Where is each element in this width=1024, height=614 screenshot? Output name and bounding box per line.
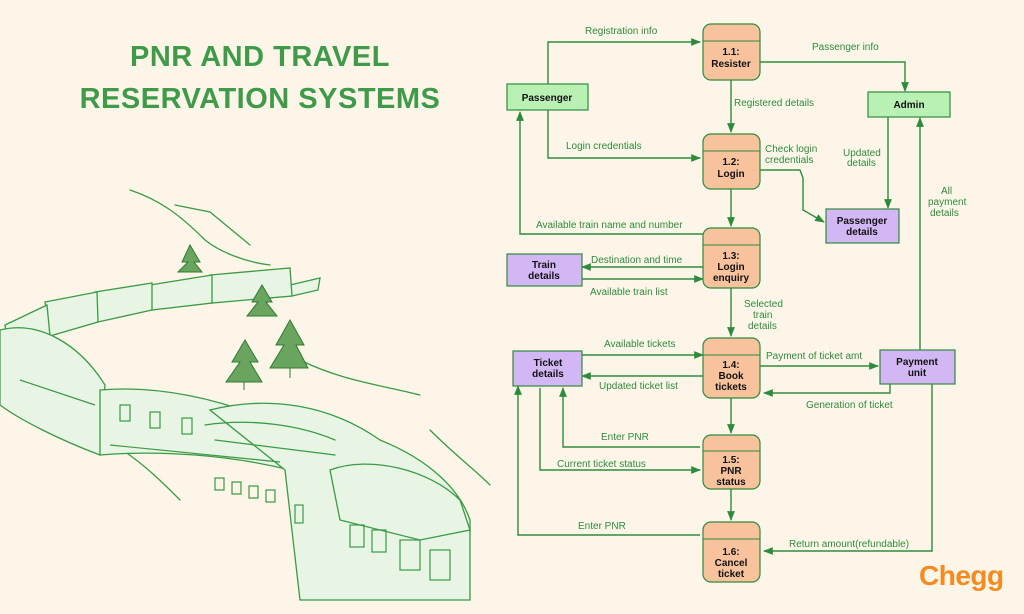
label-all-payment-2: payment: [928, 197, 967, 208]
process-1-2-login: 1.2: Login: [702, 133, 761, 190]
store-label-2: details: [532, 369, 564, 380]
label-enter-pnr-1: Enter PNR: [601, 432, 649, 443]
process-label-2: ticket: [718, 569, 745, 580]
flow-check-login: [760, 169, 825, 223]
flow-generation-ticket: [763, 384, 891, 397]
entity-admin: Admin: [867, 91, 951, 118]
store-passenger-details: Passenger details: [825, 208, 900, 244]
process-label-2: status: [716, 477, 746, 488]
process-label: Resister: [711, 59, 751, 70]
label-updated-details-1: Updated: [843, 148, 881, 159]
flow-available-train-name: [516, 111, 703, 235]
store-train-details: Train details: [506, 253, 583, 287]
label-updated-ticket-list: Updated ticket list: [599, 381, 678, 392]
label-selected-3: details: [748, 321, 777, 332]
process-number: 1.1:: [722, 47, 739, 58]
process-label: Login: [717, 169, 744, 180]
store-label: Ticket: [534, 358, 563, 369]
flows: [514, 38, 933, 555]
process-1-3-login-enquiry: 1.3: Login enquiry: [702, 227, 761, 289]
label-generation-ticket: Generation of ticket: [806, 400, 893, 411]
label-all-payment-1: All: [941, 186, 952, 197]
label-check-login-2: credentials: [765, 155, 813, 166]
train-illustration: [0, 189, 491, 601]
label-return-amount: Return amount(refundable): [789, 539, 909, 550]
label-registration-info: Registration info: [585, 26, 658, 37]
entity-label: Passenger: [522, 93, 573, 104]
title-line-1: PNR AND TRAVEL: [130, 41, 390, 73]
process-1-1-register: 1.1: Resister: [702, 23, 761, 81]
process-label: PNR: [720, 466, 742, 477]
flow-registration-info: [547, 38, 701, 98]
process-number: 1.3:: [722, 251, 739, 262]
label-destination-time: Destination and time: [591, 255, 683, 266]
process-label: Book: [719, 371, 744, 382]
page-title: PNR AND TRAVEL RESERVATION SYSTEMS: [40, 36, 480, 120]
process-label-2: enquiry: [713, 273, 750, 284]
label-all-payment-3: details: [930, 208, 959, 219]
process-1-4-book-tickets: 1.4: Book tickets: [702, 337, 761, 399]
process-label: Login: [717, 262, 744, 273]
process-number: 1.4:: [722, 360, 739, 371]
entity-label: Admin: [893, 100, 924, 111]
store-ticket-details: Ticket details: [512, 350, 583, 387]
process-label-2: tickets: [715, 382, 747, 393]
label-selected-2: train: [753, 310, 772, 321]
flow-enter-pnr-2: [514, 385, 700, 536]
label-payment-ticket: Payment of ticket amt: [766, 351, 862, 362]
flow-current-status: [539, 388, 701, 474]
label-available-train-list: Available train list: [590, 287, 668, 298]
flow-enter-pnr-1: [559, 387, 700, 448]
store-label: Passenger: [837, 216, 888, 227]
process-number: 1.2:: [722, 157, 739, 168]
label-available-train-name: Available train name and number: [536, 220, 683, 231]
entity-passenger: Passenger: [506, 83, 589, 111]
label-current-status: Current ticket status: [557, 459, 646, 470]
process-number: 1.6:: [722, 547, 739, 558]
label-enter-pnr-2: Enter PNR: [578, 521, 626, 532]
label-registered-details: Registered details: [734, 98, 814, 109]
process-number: 1.5:: [722, 455, 739, 466]
store-label-2: details: [528, 271, 560, 282]
flow-passenger-info: [760, 61, 909, 92]
chegg-logo: Chegg: [919, 560, 1004, 591]
store-payment-unit: Payment unit: [879, 349, 956, 385]
label-passenger-info: Passenger info: [812, 42, 879, 53]
process-1-5-pnr-status: 1.5: PNR status: [702, 434, 761, 490]
label-available-tickets: Available tickets: [604, 339, 676, 350]
store-label-2: details: [846, 227, 878, 238]
store-label-2: unit: [908, 368, 927, 379]
title-line-2: RESERVATION SYSTEMS: [79, 83, 441, 115]
flow-return-amount: [763, 384, 933, 555]
process-label: Cancel: [715, 558, 748, 569]
process-1-6-cancel-ticket: 1.6: Cancel ticket: [702, 521, 761, 583]
label-login-credentials: Login credentials: [566, 141, 642, 152]
flow-labels: Registration info Passenger info Registe…: [536, 26, 967, 550]
store-label: Payment: [896, 357, 938, 368]
store-label: Train: [532, 260, 556, 271]
label-check-login-1: Check login: [765, 144, 817, 155]
flow-login-credentials: [547, 110, 701, 162]
label-updated-details-2: details: [847, 158, 876, 169]
label-selected-1: Selected: [744, 299, 783, 310]
